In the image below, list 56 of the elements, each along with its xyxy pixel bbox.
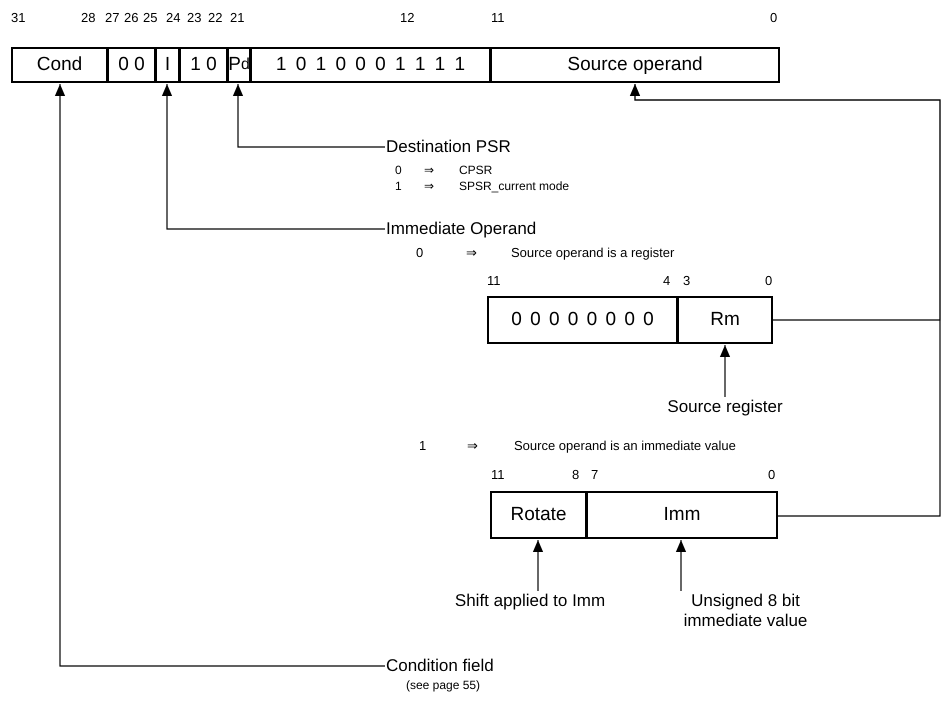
- bit-field-cell: Source operand: [490, 47, 780, 83]
- bit-value: 0: [395, 164, 402, 176]
- bit-number: 24: [166, 11, 180, 24]
- bit-field-cell: 0 0: [107, 47, 156, 83]
- field-description: Immediate Operand: [386, 219, 536, 239]
- value-description: SPSR_current mode: [459, 180, 570, 192]
- bit-field-cell: I: [155, 47, 180, 83]
- bit-number: 0: [765, 274, 772, 287]
- bit-field-cell: 1 0: [179, 47, 228, 83]
- field-description: Condition field: [386, 656, 494, 676]
- bit-number: 11: [487, 274, 500, 287]
- implies-sign: ⇒: [467, 439, 478, 452]
- leader-arrow: [676, 540, 686, 591]
- bit-field-cell: 0 0 0 0 0 0 0 0: [487, 296, 678, 344]
- bit-field-cell: Rotate: [490, 491, 587, 539]
- note: (see page 55): [406, 678, 480, 692]
- bit-number: 4: [663, 274, 670, 287]
- field-description: Shift applied to Imm: [454, 591, 606, 611]
- value-description: CPSR: [459, 164, 492, 176]
- bit-number: 31: [11, 11, 26, 24]
- bit-number: 25: [143, 11, 158, 24]
- bit-number: 11: [491, 468, 504, 481]
- value-description: Source operand is a register: [511, 246, 674, 259]
- bit-number: 3: [683, 274, 690, 287]
- bit-field-cell: Imm: [586, 491, 778, 539]
- bit-number: 27: [105, 11, 120, 24]
- bit-number: 22: [208, 11, 222, 24]
- bit-value: 1: [395, 180, 402, 192]
- leader-arrow: [720, 345, 730, 397]
- field-description: Destination PSR: [386, 137, 511, 157]
- leader-arrow: [232, 84, 385, 148]
- bit-number: 26: [124, 11, 138, 24]
- field-description: Unsigned 8 bit immediate value: [682, 591, 808, 630]
- bit-number: 28: [81, 11, 96, 24]
- bit-number: 7: [591, 468, 598, 481]
- bit-number: 8: [572, 468, 580, 481]
- bit-number: 0: [768, 468, 776, 481]
- bit-number: 11: [491, 11, 504, 24]
- bit-value: 1: [419, 439, 426, 452]
- field-description: Source register: [667, 397, 783, 417]
- leader-arrow: [54, 84, 385, 667]
- bit-value: 0: [416, 246, 424, 259]
- bit-field-cell: 1 0 1 0 0 0 1 1 1 1: [250, 47, 491, 83]
- bit-field-cell: Rm: [677, 296, 773, 344]
- bit-number: 21: [230, 11, 244, 24]
- bit-number: 0: [770, 11, 778, 24]
- bit-number: 12: [400, 11, 414, 24]
- implies-sign: ⇒: [466, 246, 477, 259]
- bit-field-cell: Cond: [11, 47, 108, 83]
- implies-sign: ⇒: [424, 164, 434, 176]
- implies-sign: ⇒: [424, 180, 434, 192]
- leader-arrow: [630, 84, 941, 517]
- leader-arrow: [162, 84, 385, 230]
- value-description: Source operand is an immediate value: [514, 439, 736, 452]
- bit-number: 23: [187, 11, 202, 24]
- leader-arrow: [532, 540, 544, 591]
